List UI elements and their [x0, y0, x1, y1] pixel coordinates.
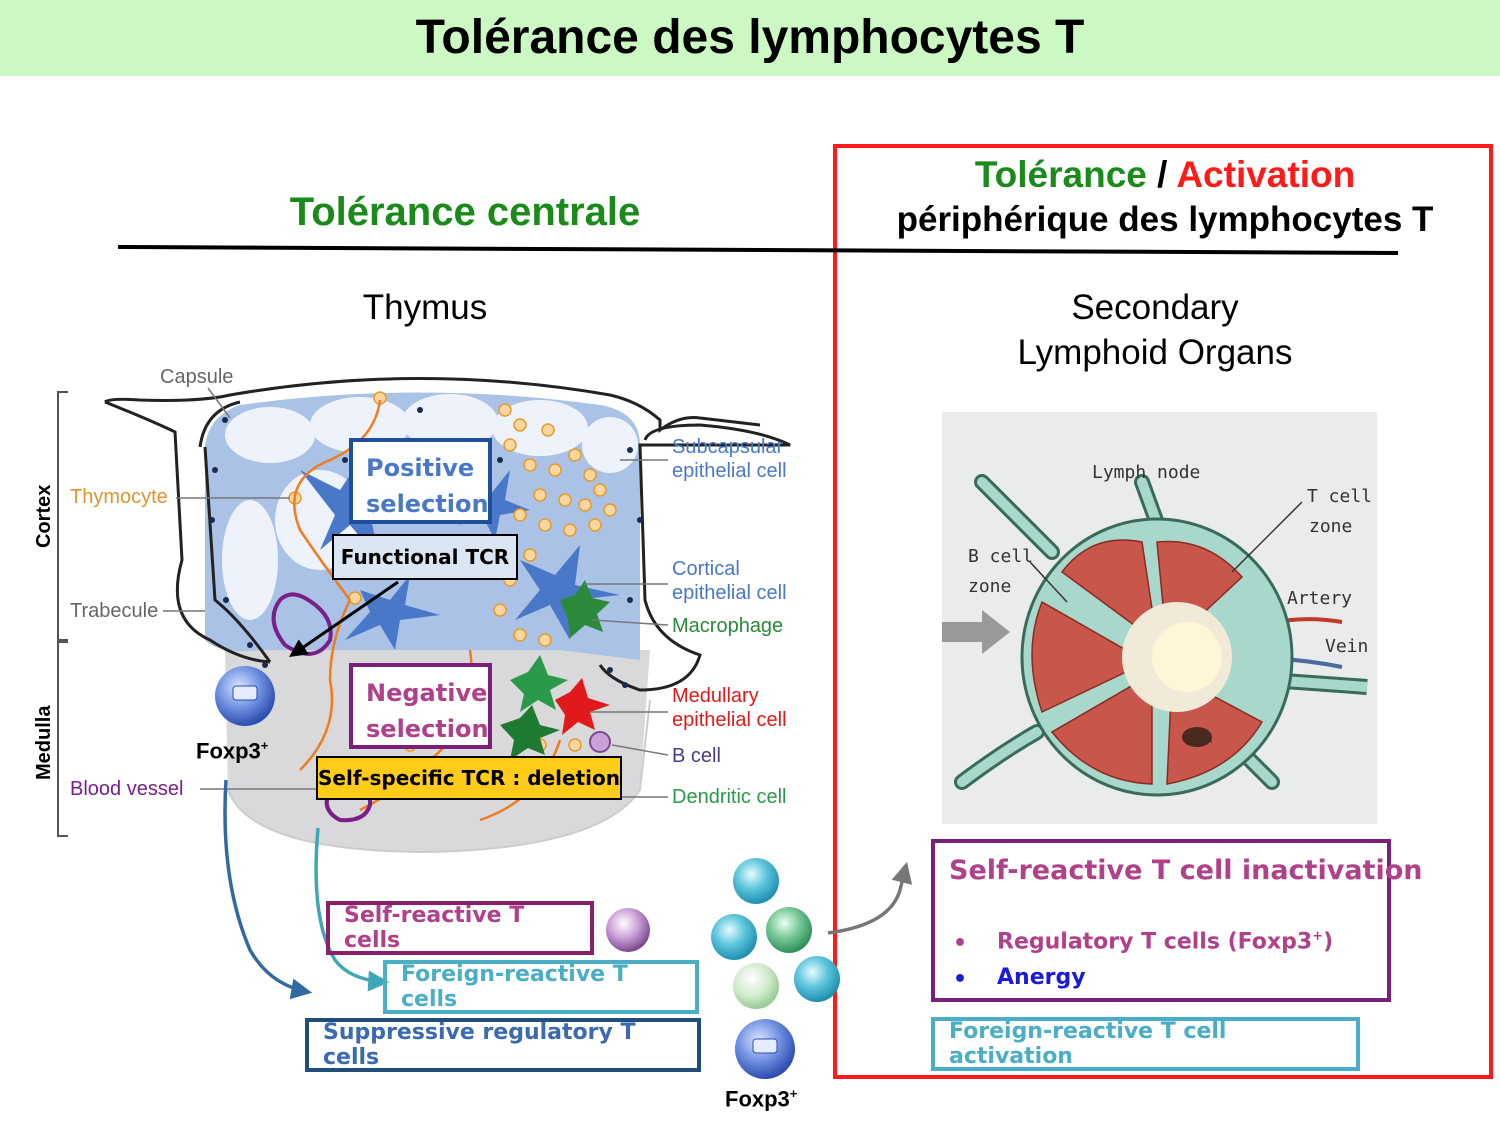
subcapsular-label-1: Subcapsular — [672, 436, 784, 458]
foxp3-label-bottom: Foxp3+ — [725, 1086, 797, 1112]
thymus-label: Thymus — [362, 288, 488, 327]
thymocyte-label: Thymocyte — [70, 486, 168, 508]
lymph-node-graphic — [942, 474, 1368, 797]
dendritic-cell-label: Dendritic cell — [672, 786, 787, 808]
bullet-dot-1: • — [953, 931, 968, 956]
t-cell-zone-label-1: T cell — [1307, 486, 1373, 507]
bullet-regulatory-text: Regulatory T cells (Foxp3 — [997, 929, 1313, 955]
foxp3-label-thymus: Foxp3+ — [196, 738, 268, 764]
blood-vessel-label: Blood vessel — [70, 778, 184, 800]
bullet-regulatory-sup: + — [1312, 929, 1324, 944]
tolerance-word: Tolérance — [974, 154, 1147, 195]
capsule-label: Capsule — [160, 366, 234, 388]
positive-selection-line1: Positive — [366, 454, 475, 482]
foxp3-text: Foxp3 — [196, 738, 261, 764]
lymph-node-title: Lymph node — [1092, 462, 1201, 483]
bullet-regulatory: Regulatory T cells (Foxp3+) — [997, 929, 1333, 954]
b-cell-zone-label-1: B cell — [968, 546, 1034, 567]
b-cell-zone-label-2: zone — [968, 576, 1012, 597]
foxp3-sup-bottom: + — [789, 1086, 798, 1101]
cortical-label-2: epithelial cell — [672, 582, 787, 604]
peripheral-title-line2: périphérique des lymphocytes T — [896, 200, 1434, 239]
peripheral-frame — [833, 144, 1493, 1079]
page-title: Tolérance des lymphocytes T — [415, 11, 1085, 64]
suppressive-regulatory-box: Suppressive regulatory T cells — [305, 1018, 701, 1072]
t-cell-zone-label-2: zone — [1309, 516, 1353, 537]
bullet-dot-2: • — [953, 967, 968, 992]
positive-selection-box: Positive selection — [349, 438, 492, 524]
self-reactive-box: Self-reactive T cells — [326, 901, 594, 955]
inactivation-title: Self-reactive T cell inactivation — [949, 855, 1423, 886]
foreign-activation-box: Foreign-reactive T cell activation — [931, 1017, 1360, 1071]
cortical-label-1: Cortical — [672, 558, 740, 580]
cortex-label: Cortex — [33, 484, 55, 548]
artery-label: Artery — [1287, 588, 1353, 609]
title-band — [0, 0, 1500, 76]
peripheral-title-line1: Tolérance / Activation — [840, 154, 1490, 196]
medullary-label-2: epithelial cell — [672, 709, 787, 731]
negative-selection-line1: Negative — [366, 679, 488, 707]
functional-tcr-box: Functional TCR — [332, 534, 518, 580]
slo-label-line2: Lymphoid Organs — [1017, 333, 1293, 372]
subcapsular-label-2: epithelial cell — [672, 460, 787, 482]
vein-label: Vein — [1325, 636, 1369, 657]
foxp3-sup: + — [260, 738, 269, 753]
self-specific-deletion-box: Self-specific TCR : deletion — [316, 756, 622, 800]
negative-selection-box: Negative selection — [349, 663, 492, 749]
bullet-regulatory-close: ) — [1323, 929, 1334, 955]
medulla-label: Medulla — [33, 705, 55, 780]
positive-selection-line2: selection — [366, 490, 489, 518]
slo-label-line1: Secondary — [1071, 288, 1239, 327]
macrophage-label: Macrophage — [672, 615, 784, 637]
foreign-reactive-box: Foreign-reactive T cells — [383, 960, 699, 1014]
title-slash: / — [1146, 154, 1177, 195]
activation-word: Activation — [1176, 154, 1356, 195]
b-cell-label: B cell — [672, 745, 721, 767]
central-tolerance-title: Tolérance centrale — [289, 190, 641, 234]
medullary-label-1: Medullary — [672, 685, 759, 707]
trabecule-label: Trabecule — [70, 600, 159, 622]
negative-selection-line2: selection — [366, 715, 489, 743]
inactivation-box: Self-reactive T cell inactivation • Regu… — [931, 839, 1422, 1002]
foxp3-text-bottom: Foxp3 — [725, 1086, 790, 1112]
bullet-anergy: Anergy — [997, 965, 1086, 990]
lymph-node-panel: Lymph node T cell zone B cell zone Arter… — [942, 412, 1377, 824]
